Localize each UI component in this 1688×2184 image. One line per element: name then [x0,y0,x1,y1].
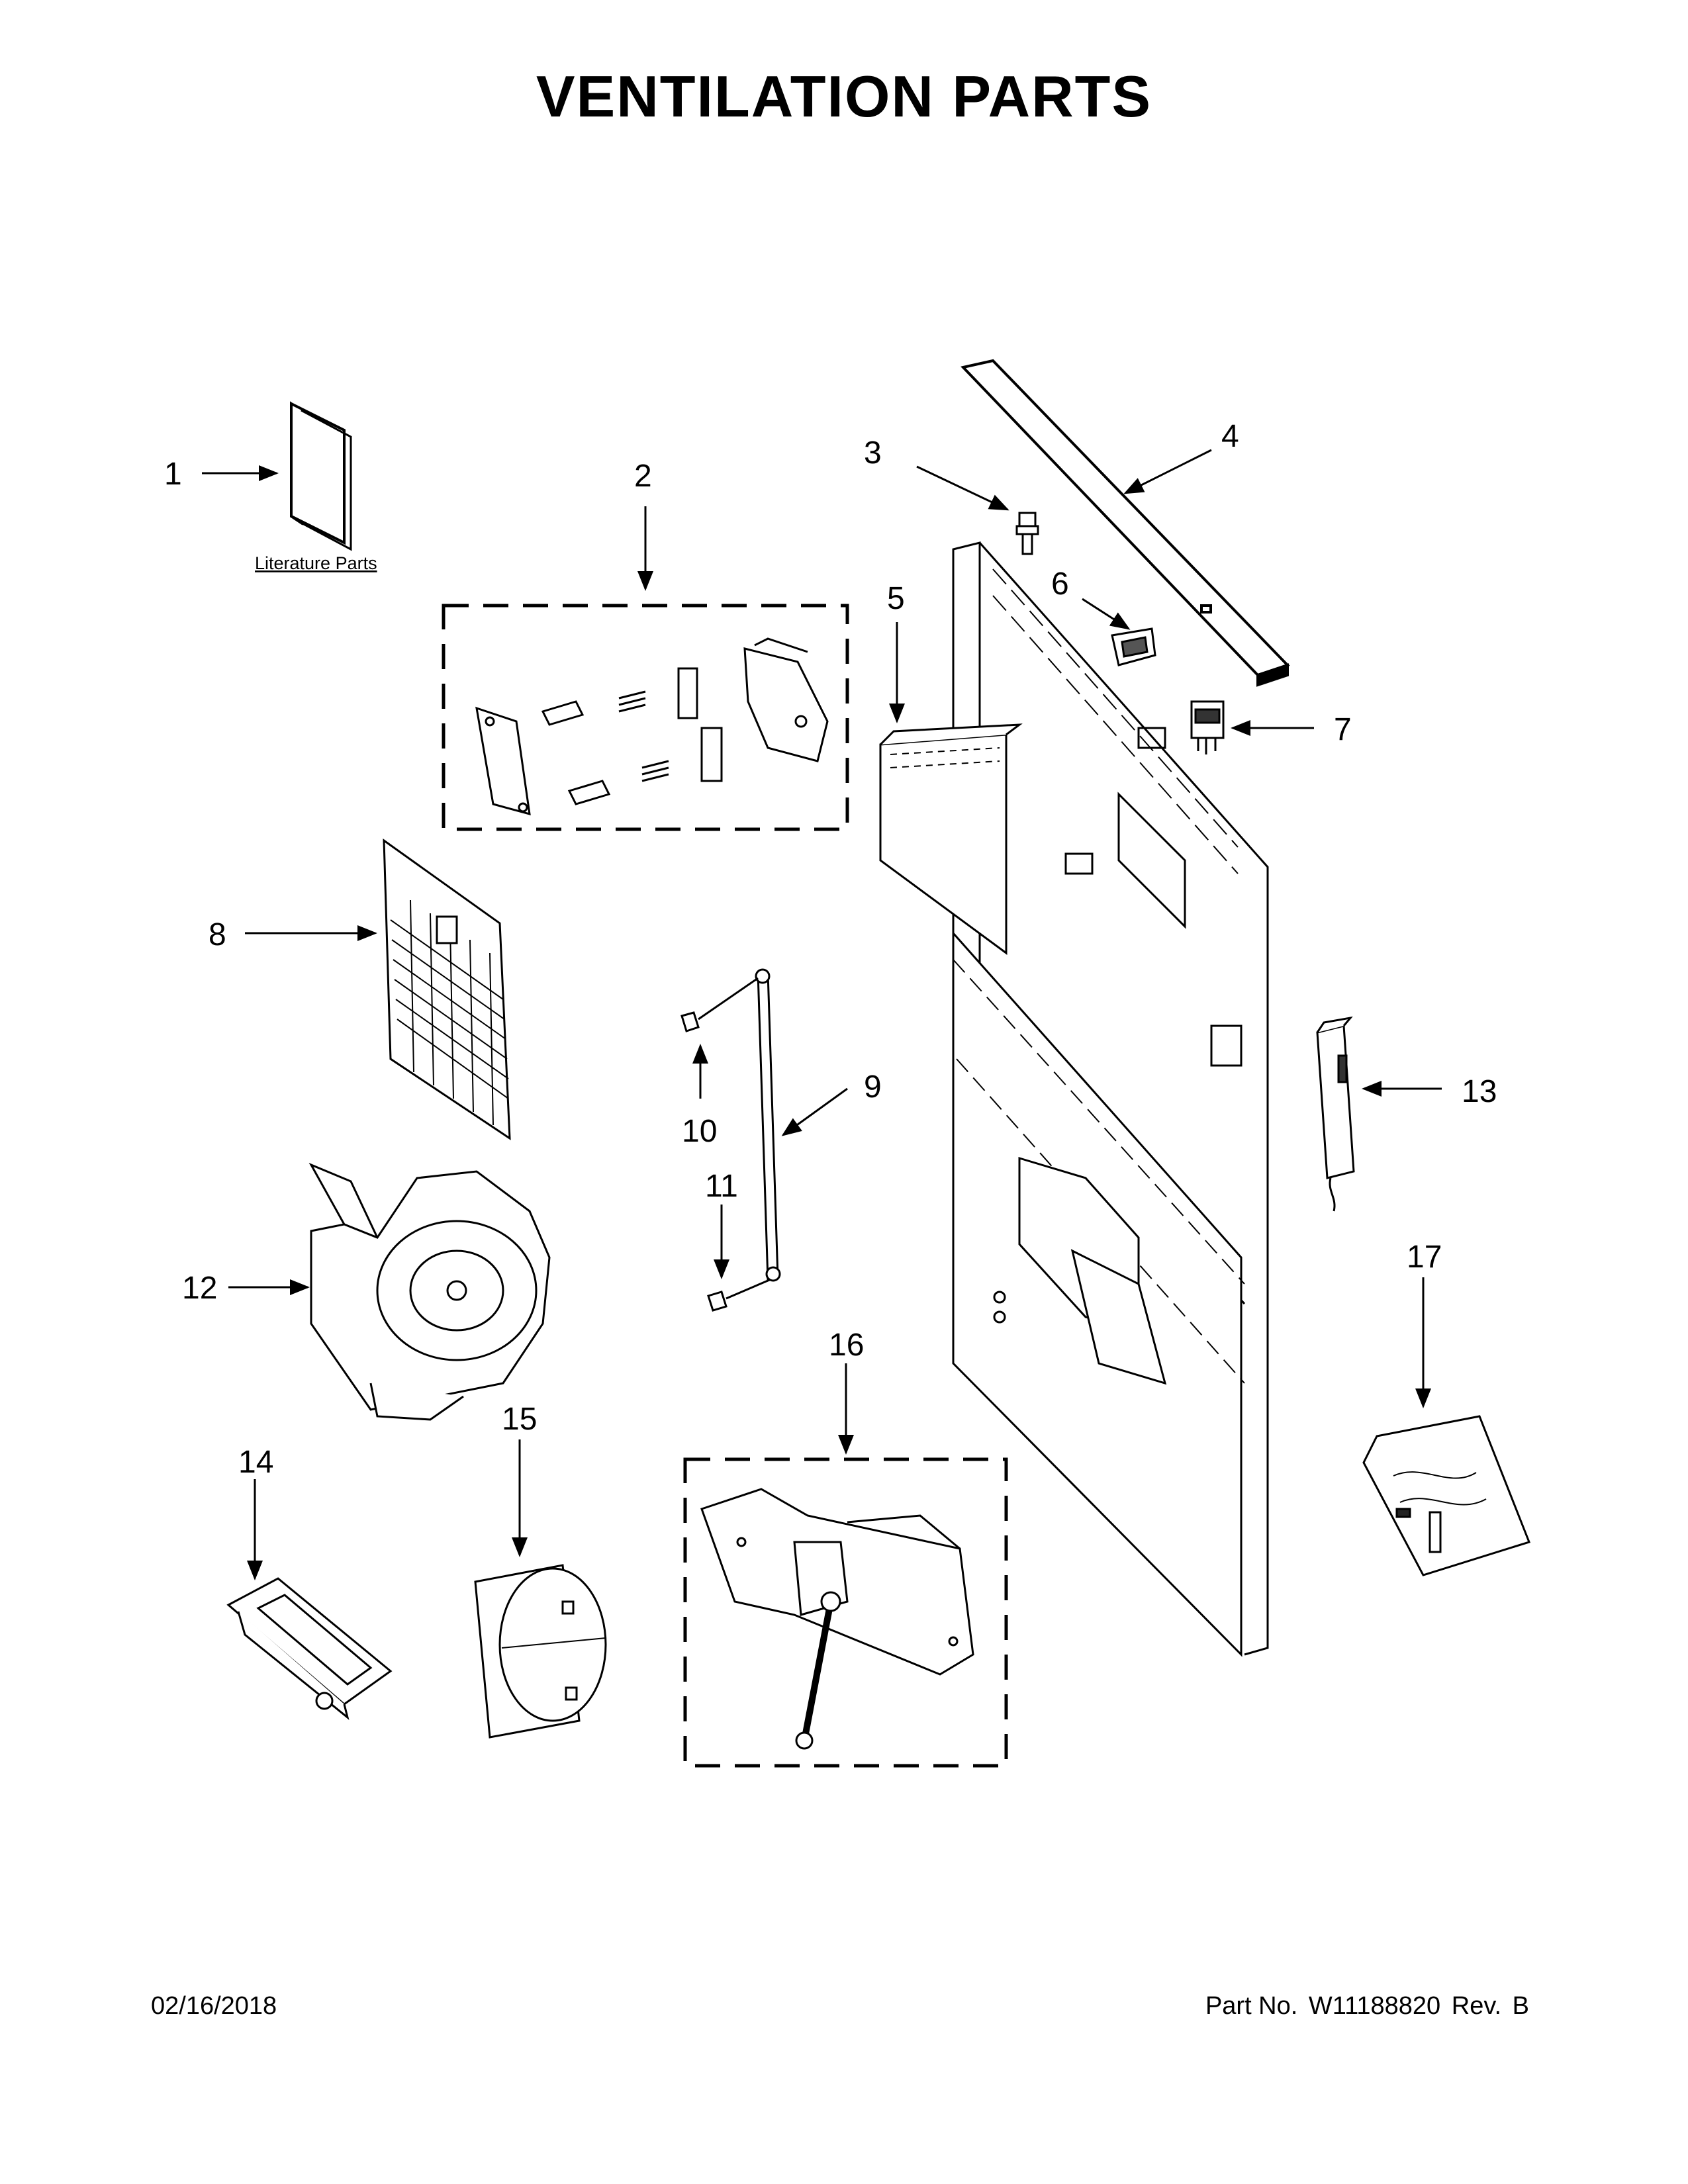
callout-11: 11 [705,1169,738,1204]
part-3-screw[interactable] [1015,512,1039,555]
part-16-damper-motor[interactable] [683,1457,1008,1768]
part-17-hardware-bag[interactable] [1362,1415,1530,1576]
callout-15: 15 [502,1402,537,1437]
callout-labels: 1 2 3 4 5 6 7 8 9 10 11 12 13 14 15 16 1… [164,419,1497,1480]
callout-14: 14 [238,1445,273,1480]
revision-date: 02/16/2018 [151,1992,277,2020]
callout-17: 17 [1407,1240,1442,1275]
callout-13: 13 [1462,1074,1497,1109]
part-13-control-module[interactable] [1316,1016,1355,1212]
callout-5: 5 [887,581,905,616]
callout-4: 4 [1221,419,1239,454]
callout-leaders [202,449,1442,1580]
part-2-hinge-kit[interactable] [442,604,849,831]
callout-3: 3 [864,435,882,471]
part-10-screw[interactable] [680,977,759,1032]
part-8-grease-filter[interactable] [383,839,511,1140]
part-6-clip[interactable] [1111,627,1156,666]
literature-parts-label: Literature Parts [255,553,377,573]
callout-16: 16 [829,1328,864,1363]
part-15-duct-damper[interactable] [474,1564,607,1739]
part-5-front-panel[interactable] [879,723,1023,955]
part-11-screw[interactable] [707,1279,769,1312]
part-4-top-rail[interactable] [961,359,1290,687]
part-9-link-rod[interactable] [755,968,781,1283]
callout-6: 6 [1051,567,1069,602]
part-number-block: Part No. W11188820 Rev. B [1201,1992,1529,2021]
part-number-label: Part No. [1205,1992,1298,2020]
callout-2: 2 [634,459,652,494]
revision-value: B [1512,1992,1529,2020]
revision-label: Rev. [1451,1992,1502,2020]
callout-12: 12 [182,1271,217,1306]
callout-10: 10 [682,1114,717,1149]
part-7-switch[interactable] [1190,700,1225,754]
callout-9: 9 [864,1069,882,1105]
callout-7: 7 [1334,712,1352,747]
part-12-blower-motor[interactable] [308,1162,551,1421]
part-number: W11188820 [1308,1992,1441,2020]
page-title: VENTILATION PARTS [536,64,1152,129]
callout-8: 8 [209,917,226,952]
part-14-light-assembly[interactable] [226,1577,393,1720]
callout-1: 1 [164,457,182,492]
part-1-literature-booklet[interactable] [290,401,352,551]
